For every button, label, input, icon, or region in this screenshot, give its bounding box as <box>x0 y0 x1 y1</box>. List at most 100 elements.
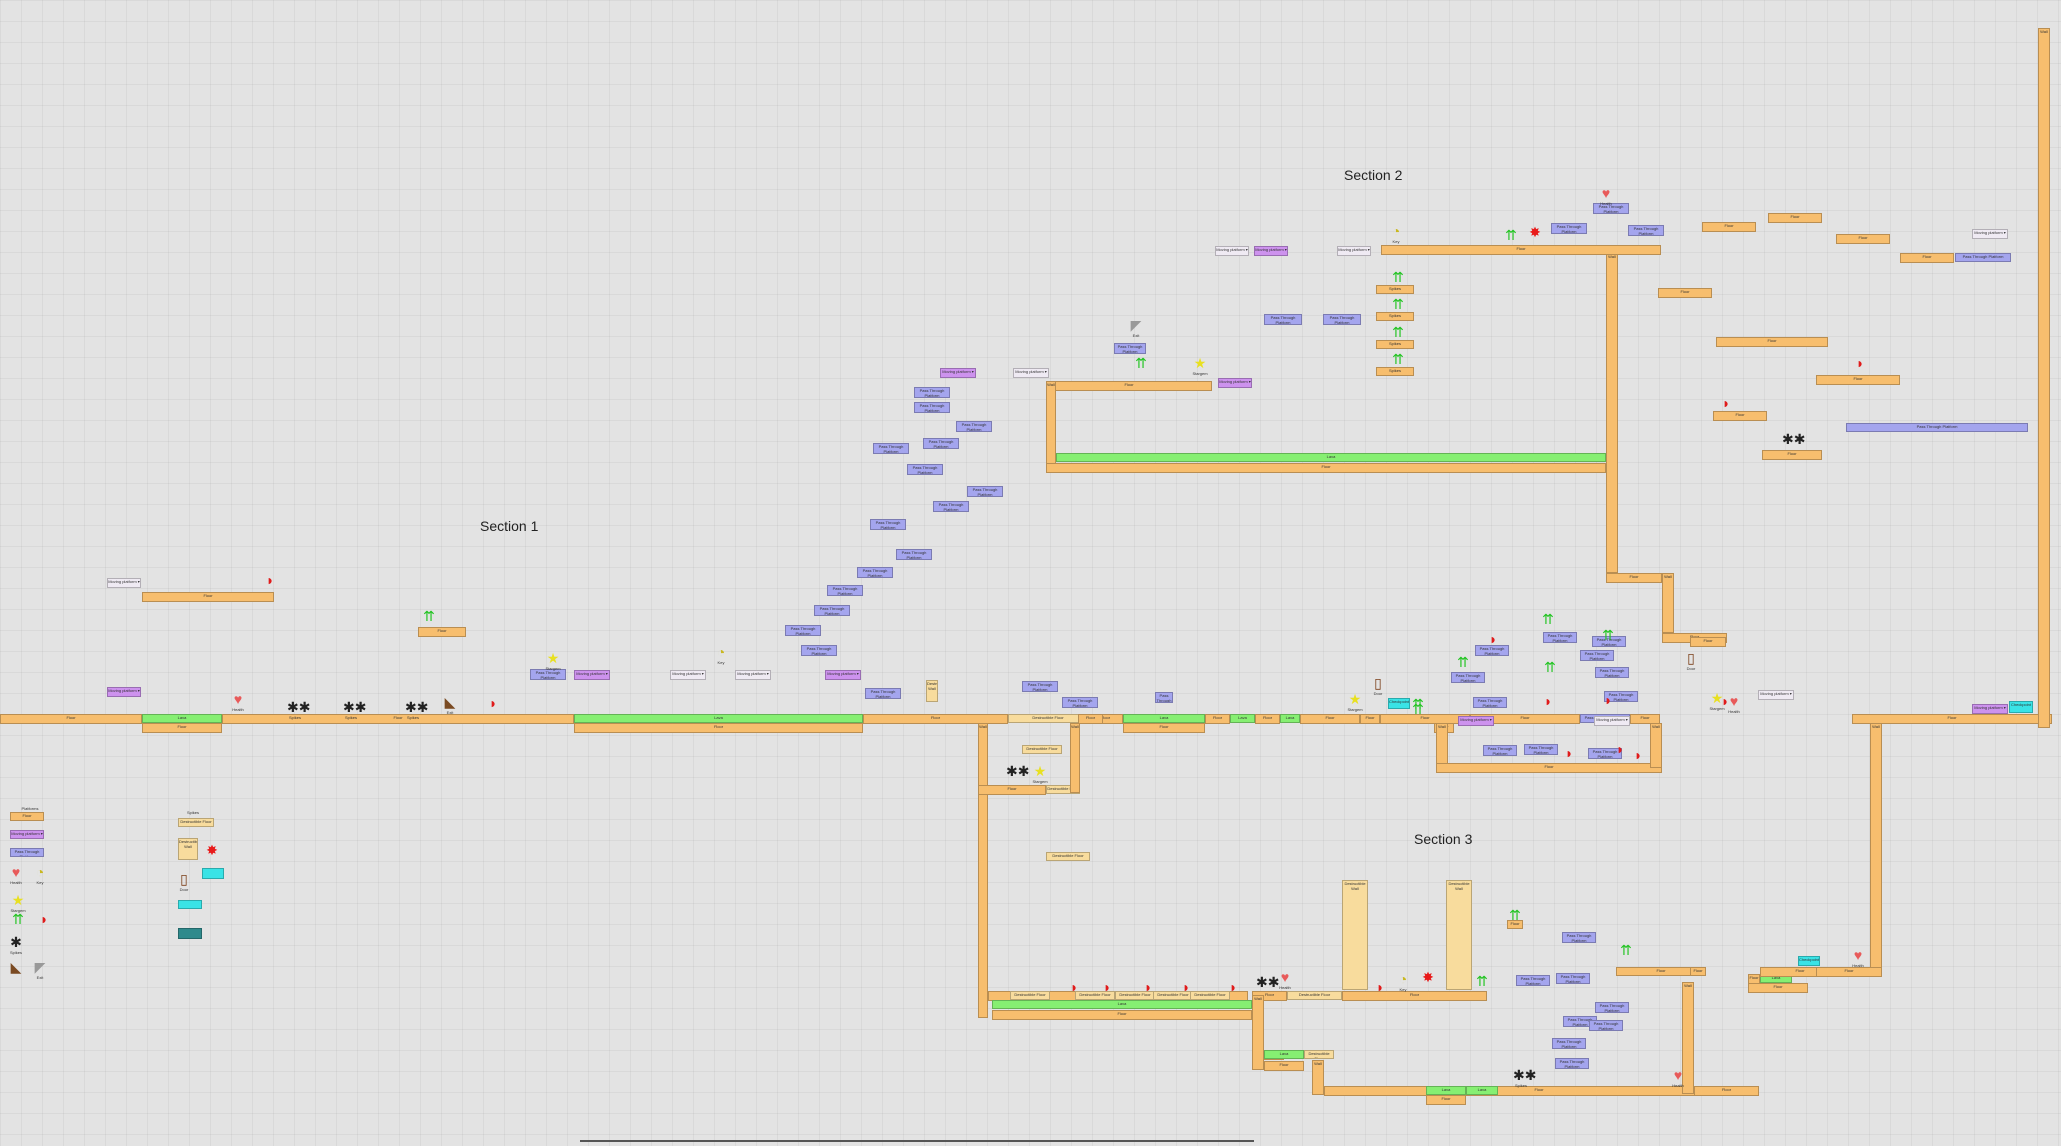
pass-through-platform[interactable]: Pass Through Platform <box>1516 975 1550 986</box>
destructible-floor[interactable]: Destructible Floor <box>1287 991 1342 1000</box>
floor-tile[interactable]: Floor <box>1507 920 1523 929</box>
floor-tile[interactable]: Floor <box>978 785 1046 795</box>
floor-tile[interactable]: Floor <box>1342 991 1487 1001</box>
floor-tile[interactable]: Floor <box>863 714 1008 724</box>
floor-tile[interactable]: Floor <box>1606 573 1662 583</box>
pass-through-platform[interactable]: Pass Through Platform <box>1562 932 1596 943</box>
pass-through-platform[interactable]: Pass Through Platform <box>1323 314 1361 325</box>
moving-platform-target[interactable]: Moving platform ▾ <box>735 670 771 680</box>
wall-tile[interactable]: Wall <box>978 723 988 1018</box>
pass-through-platform[interactable]: Pass Through Platform <box>1552 1038 1586 1049</box>
pass-through-platform[interactable]: Pass Through Platform <box>1473 697 1507 708</box>
lava-tile[interactable]: Lava <box>574 714 863 723</box>
floor-tile[interactable]: Floor <box>1046 381 1212 391</box>
floor-tile[interactable]: Floor <box>1900 253 1954 263</box>
moving-platform-target[interactable]: Moving platform ▾ <box>107 578 141 588</box>
pass-through-platform[interactable]: Pass Through Platform <box>1475 645 1509 656</box>
destructible-wall[interactable]: Destructible Wall <box>926 680 938 702</box>
floor-tile[interactable]: Floor <box>1852 714 2052 724</box>
pass-through-platform[interactable]: Pass Through Platform <box>1155 692 1173 703</box>
moving-platform-target[interactable]: Moving platform ▾ <box>1013 368 1049 378</box>
floor-tile[interactable]: Floor <box>1694 1086 1759 1096</box>
floor-tile[interactable]: Floor <box>1123 723 1205 733</box>
checkpoint-tile[interactable]: Checkpoint <box>1388 698 1410 709</box>
destructible-wall[interactable]: Destructible Wall <box>1446 880 1472 990</box>
floor-tile[interactable]: Floor <box>1436 763 1662 773</box>
wall-tile[interactable]: Wall <box>1650 723 1662 768</box>
wall-tile[interactable]: Wall <box>1070 723 1080 793</box>
moving-platform[interactable]: Moving platform ▾ <box>107 687 141 697</box>
floor-tile[interactable]: Floor <box>142 592 274 602</box>
destructible-floor[interactable]: Destructible Floor <box>1304 1050 1334 1059</box>
moving-platform[interactable]: Moving platform ▾ <box>1458 716 1494 726</box>
destructible-floor[interactable]: Destructible Floor <box>1010 991 1050 1000</box>
wall-tile[interactable]: Wall <box>2038 28 2050 728</box>
floor-tile[interactable]: Floor <box>1836 234 1890 244</box>
floor-tile[interactable]: Floor <box>1264 1061 1304 1071</box>
pass-through-platform[interactable]: Pass Through Platform <box>1114 343 1146 354</box>
pass-through-platform[interactable]: Pass Through Platform <box>1595 667 1629 678</box>
pass-through-platform[interactable]: Pass Through Platform <box>873 443 909 454</box>
floor-tile[interactable]: Floor <box>222 714 574 724</box>
lava-tile[interactable]: Lava <box>1230 714 1255 723</box>
moving-platform[interactable]: Moving platform ▾ <box>940 368 976 378</box>
lava-tile[interactable]: Lava <box>992 1000 1252 1009</box>
wall-tile[interactable]: Wall <box>1682 982 1694 1094</box>
pass-through-platform[interactable]: Pass Through Platform <box>1846 423 2028 432</box>
destructible-floor[interactable]: Destructible Floor <box>1008 714 1088 723</box>
pass-through-platform[interactable]: Pass Through Platform <box>956 421 992 432</box>
floor-tile[interactable]: Floor <box>1762 450 1822 460</box>
floor-tile[interactable]: Floor <box>1690 967 1706 976</box>
pass-through-platform[interactable]: Pass Through Platform <box>827 585 863 596</box>
pass-through-platform[interactable]: Pass Through Platform <box>1524 744 1558 755</box>
moving-platform[interactable]: Moving platform ▾ <box>825 670 861 680</box>
spike-pad[interactable]: Spikes <box>1376 367 1414 376</box>
wall-tile[interactable]: Wall <box>1662 573 1674 633</box>
wall-tile[interactable]: Wall <box>1870 723 1882 973</box>
floor-tile[interactable]: Floor <box>992 1010 1252 1020</box>
pass-through-platform[interactable]: Pass Through Platform <box>785 625 821 636</box>
lava-tile[interactable]: Lava <box>1280 714 1300 723</box>
floor-tile[interactable]: Floor <box>1748 983 1808 993</box>
floor-tile[interactable]: Floor <box>1078 714 1103 724</box>
pass-through-platform[interactable]: Pass Through Platform <box>857 567 893 578</box>
moving-platform-target[interactable]: Moving platform ▾ <box>1758 690 1794 700</box>
pass-through-platform[interactable]: Pass Through Platform <box>865 688 901 699</box>
destructible-floor[interactable]: Destructible Floor <box>1075 991 1115 1000</box>
pass-through-platform[interactable]: Pass Through Platform <box>1589 1020 1623 1031</box>
pass-through-platform[interactable]: Pass Through Platform <box>1483 745 1517 756</box>
floor-tile[interactable]: Floor <box>1360 714 1380 724</box>
floor-tile[interactable]: Floor <box>0 714 142 724</box>
floor-tile[interactable]: Floor <box>418 627 466 637</box>
destructible-floor[interactable]: Destructible Floor <box>1046 852 1090 861</box>
lava-tile[interactable]: Lava <box>1264 1050 1304 1059</box>
pass-through-platform[interactable]: Pass Through Platform <box>923 438 959 449</box>
moving-platform[interactable]: Moving platform ▾ <box>1218 378 1252 388</box>
wall-tile[interactable]: Wall <box>1606 253 1618 573</box>
floor-tile[interactable]: Floor <box>142 723 222 733</box>
checkpoint-tile[interactable]: Checkpoint <box>2009 701 2033 713</box>
pass-through-platform[interactable]: Pass Through Platform <box>1556 973 1590 984</box>
floor-tile[interactable]: Floor <box>1046 463 1606 473</box>
floor-tile[interactable]: Floor <box>1426 1095 1466 1105</box>
floor-tile[interactable]: Floor <box>1205 714 1230 724</box>
floor-tile[interactable]: Floor <box>1816 967 1882 977</box>
floor-tile[interactable]: Floor <box>1658 288 1712 298</box>
floor-tile[interactable]: Floor <box>1816 375 1900 385</box>
pass-through-platform[interactable]: Pass Through Platform <box>1588 748 1622 759</box>
pass-through-platform[interactable]: Pass Through Platform <box>801 645 837 656</box>
pass-through-platform[interactable]: Pass Through Platform <box>1062 697 1098 708</box>
lava-tile[interactable]: Lava <box>142 714 222 723</box>
wall-tile[interactable]: Wall <box>1312 1060 1324 1095</box>
wall-tile[interactable]: Wall <box>1252 995 1264 1070</box>
pass-through-platform[interactable]: Pass Through Platform <box>1604 691 1638 702</box>
pass-through-platform[interactable]: Pass Through Platform <box>1022 681 1058 692</box>
floor-tile[interactable]: Floor <box>1702 222 1756 232</box>
floor-tile[interactable]: Floor <box>1690 637 1726 647</box>
floor-tile[interactable]: Floor <box>1300 714 1360 724</box>
pass-through-platform[interactable]: Pass Through Platform <box>967 486 1003 497</box>
floor-tile[interactable]: Floor <box>574 723 863 733</box>
pass-through-platform[interactable]: Pass Through Platform <box>1595 1002 1629 1013</box>
lava-tile[interactable]: Lava <box>1466 1086 1498 1095</box>
